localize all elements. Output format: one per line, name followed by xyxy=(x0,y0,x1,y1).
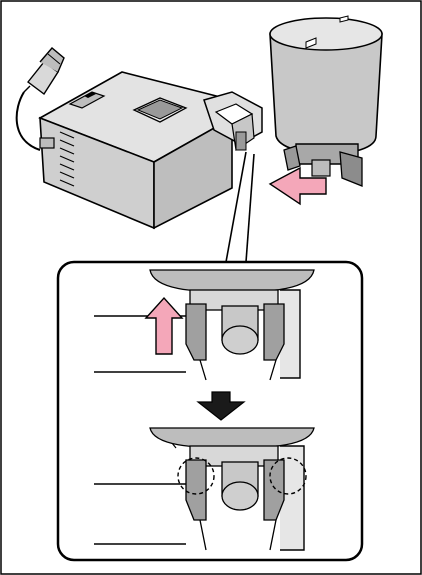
installation-diagram xyxy=(0,0,422,575)
diagram-canvas xyxy=(0,0,422,575)
